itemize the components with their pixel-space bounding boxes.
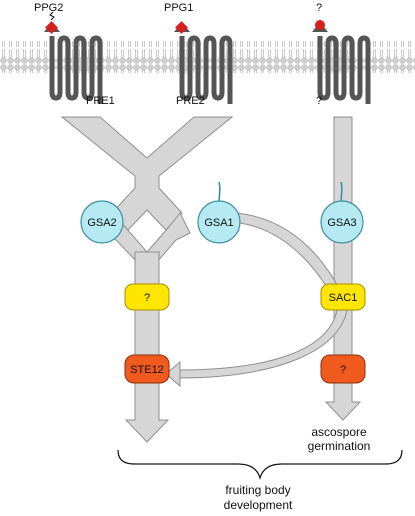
receptor-label-unknown: ? [316, 95, 322, 107]
fruiting-label-line1: fruiting body [225, 483, 290, 497]
receptor-pre2 [179, 35, 233, 104]
ligand-label-ppg1: PPG1 [164, 2, 193, 14]
receptor-label-pre1: PRE1 [86, 95, 115, 107]
ligand-ppg2 [45, 21, 58, 34]
receptor-unknown [317, 35, 371, 104]
ligand-label-ppg2: PPG2 [34, 2, 63, 14]
receptor-label-pre2: PRE2 [176, 95, 205, 107]
node-unknown-orange: ? [320, 354, 366, 384]
node-unknown-orange-label: ? [340, 364, 346, 376]
fruiting-brace [117, 449, 403, 481]
node-sac1: SAC1 [320, 283, 366, 311]
node-unknown-yellow-label: ? [144, 292, 150, 304]
node-ste12-label: STE12 [130, 364, 164, 376]
ligand-tether [49, 11, 55, 21]
pathway-bands [60, 116, 362, 443]
node-gsa3-label: GSA3 [327, 217, 356, 229]
receptor-pre1 [49, 35, 103, 104]
node-gsa1: GSA1 [197, 200, 241, 244]
ascospore-label-line2: germination [308, 439, 371, 453]
node-gsa2-label: GSA2 [87, 217, 116, 229]
node-unknown-yellow: ? [124, 283, 170, 311]
ascospore-label-line1: ascospore [311, 425, 367, 439]
fruiting-label-line2: development [224, 498, 293, 512]
node-gsa2: GSA2 [80, 200, 124, 244]
ligand-unknown [315, 20, 325, 30]
node-gsa1-label: GSA1 [204, 217, 233, 229]
node-sac1-label: SAC1 [329, 292, 358, 304]
node-gsa3: GSA3 [320, 200, 364, 244]
node-ste12: STE12 [124, 354, 170, 384]
ligand-ppg1 [175, 21, 188, 34]
ligand-label-unknown: ? [316, 2, 322, 14]
